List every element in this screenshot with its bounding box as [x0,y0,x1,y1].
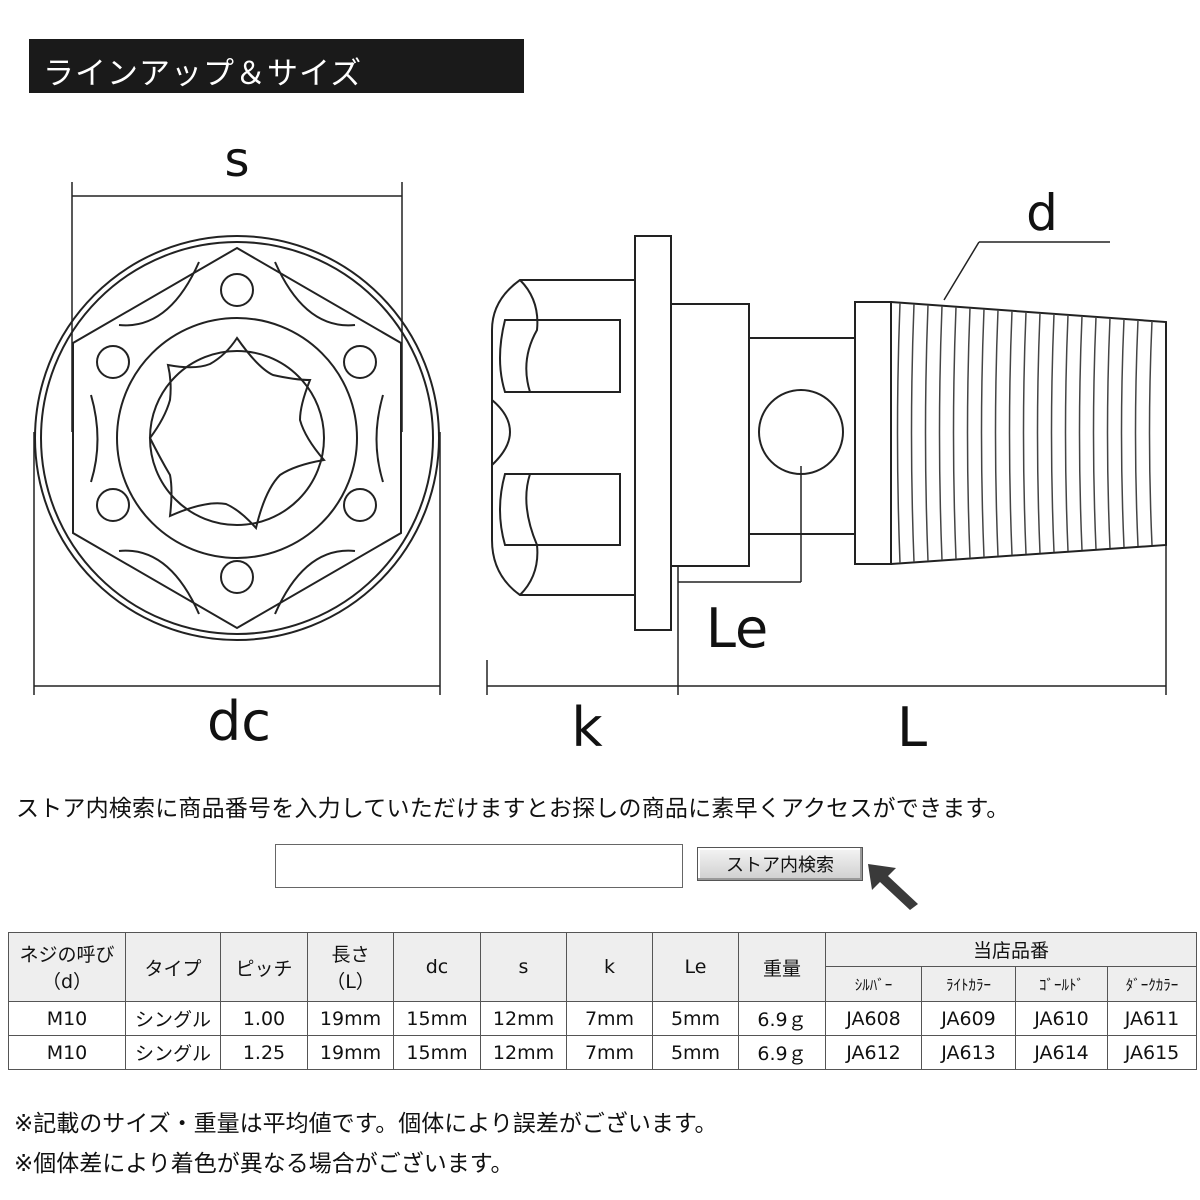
flange-side [634,235,672,631]
cell-dc: 15mm [393,1001,481,1036]
label-s: s [224,132,249,188]
socket-ring-outer [116,317,358,559]
cell-gold: JA610 [1015,1001,1108,1036]
hole-upper-right [343,345,377,379]
hole-bottom [220,560,254,594]
table-row: M10 シングル 1.00 19mm 15mm 12mm 7mm 5mm 6.9… [8,1001,1198,1036]
header-weight: 重量 [738,932,826,1002]
header-length: 長さ（L） [307,932,394,1002]
header-dc: dc [393,932,481,1002]
pointer-arrow-icon [868,864,918,910]
header-le: Le [652,932,739,1002]
cell-type: シングル [125,1001,221,1036]
hole-lower-right [343,488,377,522]
header-s: s [480,932,567,1002]
cell-le: 5mm [652,1001,739,1036]
table-row: M10 シングル 1.25 19mm 15mm 12mm 7mm 5mm 6.9… [8,1035,1198,1070]
hex-head-outline [72,246,402,630]
store-search-input[interactable] [275,844,683,888]
header-dark-color: ﾀﾞｰｸｶﾗｰ [1106,966,1198,1002]
cell-s: 12mm [480,1001,567,1036]
cell-weight: 6.9ｇ [738,1035,826,1070]
header-thread: ネジの呼び（d） [8,932,126,1002]
label-dc: dc [207,690,271,753]
section-header: ラインアップ＆サイズ [29,39,524,93]
threaded-section [890,301,1167,565]
cell-k: 7mm [566,1001,653,1036]
flange-outer-circle [34,235,440,641]
header-gold: ｺﾞｰﾙﾄﾞ [1015,966,1108,1002]
store-search-button[interactable]: ストア内検索 [697,847,863,881]
label-l: L [897,696,927,759]
collar-side [670,303,750,567]
cell-type: シングル [125,1035,221,1070]
note-size-weight: ※記載のサイズ・重量は平均値です。個体により誤差がございます。 [14,1111,718,1137]
header-k: k [566,932,653,1002]
header-store-number: 当店品番 [824,932,1198,967]
hole-top [220,273,254,307]
section-title: ラインアップ＆サイズ [43,56,363,92]
header-silver: ｼﾙﾊﾞｰ [825,966,922,1002]
cell-s: 12mm [480,1035,567,1070]
cell-silver: JA608 [825,1001,922,1036]
shank-side [748,337,856,535]
cell-dark: JA615 [1106,1035,1198,1070]
cell-dark: JA611 [1106,1001,1198,1036]
search-instruction: ストア内検索に商品番号を入力していただけますとお探しの商品に素早くアクセスができ… [16,796,1010,822]
thread-lines [896,302,1153,564]
hole-upper-left [96,345,130,379]
header-type: タイプ [125,932,221,1002]
hex-head-side [491,279,636,596]
cell-silver: JA612 [825,1035,922,1070]
cell-pitch: 1.25 [220,1035,308,1070]
cell-pitch: 1.00 [220,1001,308,1036]
hole-lower-left [96,488,130,522]
flange-inner-circle [40,241,434,635]
cell-light: JA613 [921,1035,1016,1070]
header-light-color: ﾗｲﾄｶﾗｰ [921,966,1016,1002]
cell-length: 19mm [307,1035,394,1070]
thread-ring [854,301,892,565]
socket-ring-inner [149,350,325,526]
bolt-dimension-diagram: s dc d Le k L [33,132,1167,759]
cell-length: 19mm [307,1001,394,1036]
header-pitch: ピッチ [220,932,308,1002]
cell-thread: M10 [8,1001,126,1036]
oil-hole [758,389,844,475]
note-color-variance: ※個体差により着色が異なる場合がございます。 [14,1151,514,1177]
cell-light: JA609 [921,1001,1016,1036]
cell-dc: 15mm [393,1035,481,1070]
cell-k: 7mm [566,1035,653,1070]
torx-socket [148,336,326,531]
cell-thread: M10 [8,1035,126,1070]
label-d: d [1026,184,1058,242]
cell-weight: 6.9ｇ [738,1001,826,1036]
cell-le: 5mm [652,1035,739,1070]
spec-table: ネジの呼び（d） タイプ ピッチ 長さ（L） dc s k Le 重量 当店品番… [8,932,1198,1070]
cell-gold: JA614 [1015,1035,1108,1070]
label-le: Le [706,597,768,660]
label-k: k [571,696,603,759]
